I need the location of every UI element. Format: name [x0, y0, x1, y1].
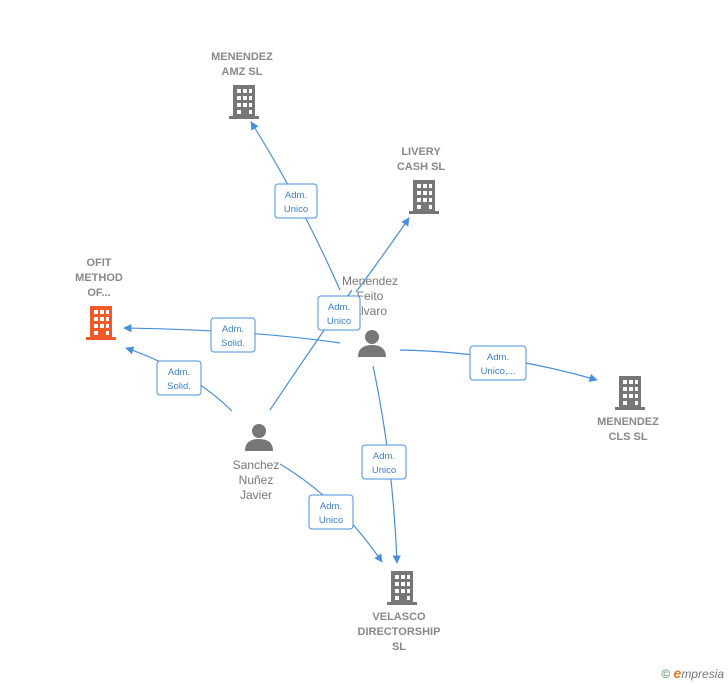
building-icon — [409, 180, 439, 214]
company-node-livery-cash[interactable]: LIVERY CASH SL — [397, 146, 446, 214]
person-icon — [358, 330, 386, 357]
relation-role-detail: Unico — [284, 204, 308, 215]
company-label: OFIT — [86, 257, 111, 269]
edges — [123, 121, 598, 564]
relation-role: Adm. — [285, 190, 307, 201]
company-label: OF... — [87, 287, 110, 299]
copyright-icon: © — [661, 667, 671, 681]
relation-role-detail: Solid. — [167, 381, 191, 392]
building-icon — [86, 306, 116, 340]
person-node-menendez-feito-alvaro[interactable]: Menendez Feito Alvaro — [342, 274, 398, 357]
building-icon — [615, 376, 645, 410]
relation-badge-javier-velasco[interactable]: Adm. Unico — [308, 494, 354, 530]
company-node-velasco-directorship[interactable]: VELASCO DIRECTORSHIP SL — [358, 571, 441, 653]
relation-role: Adm. — [328, 302, 350, 313]
person-label: Sanchez — [233, 458, 280, 472]
relation-role-detail: Unico,... — [481, 366, 516, 377]
relation-badge-alvaro-livery[interactable]: Adm. Unico — [317, 295, 361, 331]
relation-badge-alvaro-velasco[interactable]: Adm. Unico — [361, 444, 407, 480]
building-icon — [229, 85, 259, 119]
company-label: METHOD — [75, 272, 123, 284]
building-icon — [387, 571, 417, 605]
person-label: Menendez — [342, 274, 398, 288]
relation-badge-javier-ofit[interactable]: Adm. Solid. — [156, 360, 202, 396]
relation-role-detail: Unico — [327, 316, 351, 327]
person-label: Javier — [240, 488, 272, 502]
person-icon — [245, 424, 273, 451]
company-label: MENENDEZ — [211, 51, 273, 63]
company-label: SL — [392, 641, 406, 653]
person-label: Nuñez — [239, 473, 274, 487]
company-label: CASH SL — [397, 161, 446, 173]
company-label: MENENDEZ — [597, 416, 659, 428]
company-node-menendez-cls[interactable]: MENENDEZ CLS SL — [597, 376, 659, 443]
relation-role-detail: Unico — [319, 515, 343, 526]
relation-role: Adm. — [320, 501, 342, 512]
relation-role: Adm. — [373, 451, 395, 462]
relation-badge-alvaro-ofit[interactable]: Adm. Solid. — [210, 317, 256, 353]
relation-role: Adm. — [168, 367, 190, 378]
person-label: Alvaro — [353, 304, 387, 318]
edge-alvaro-livery — [355, 217, 410, 293]
relation-role-detail: Unico — [372, 465, 396, 476]
person-node-sanchez-nunez-javier[interactable]: Sanchez Nuñez Javier — [233, 424, 280, 502]
relation-badge-alvaro-cls[interactable]: Adm. Unico,... — [469, 345, 527, 381]
brand-logo: empresia — [673, 665, 724, 681]
company-label: VELASCO — [372, 611, 426, 623]
company-label: CLS SL — [608, 431, 647, 443]
company-node-ofit-method[interactable]: OFIT METHOD OF... — [75, 257, 123, 340]
empresia-watermark: © empresia — [661, 665, 724, 681]
brand-initial: e — [673, 665, 682, 681]
company-node-menendez-amz[interactable]: MENENDEZ AMZ SL — [211, 51, 273, 119]
person-label: Feito — [357, 289, 384, 303]
company-label: AMZ SL — [222, 66, 263, 78]
brand-name: mpresia — [681, 667, 724, 681]
relation-role-detail: Solid. — [221, 338, 245, 349]
relation-badge-alvaro-amz[interactable]: Adm. Unico — [274, 183, 318, 219]
relation-role: Adm. — [222, 324, 244, 335]
relation-role: Adm. — [487, 352, 509, 363]
company-label: LIVERY — [401, 146, 441, 158]
company-label: DIRECTORSHIP — [358, 626, 441, 638]
